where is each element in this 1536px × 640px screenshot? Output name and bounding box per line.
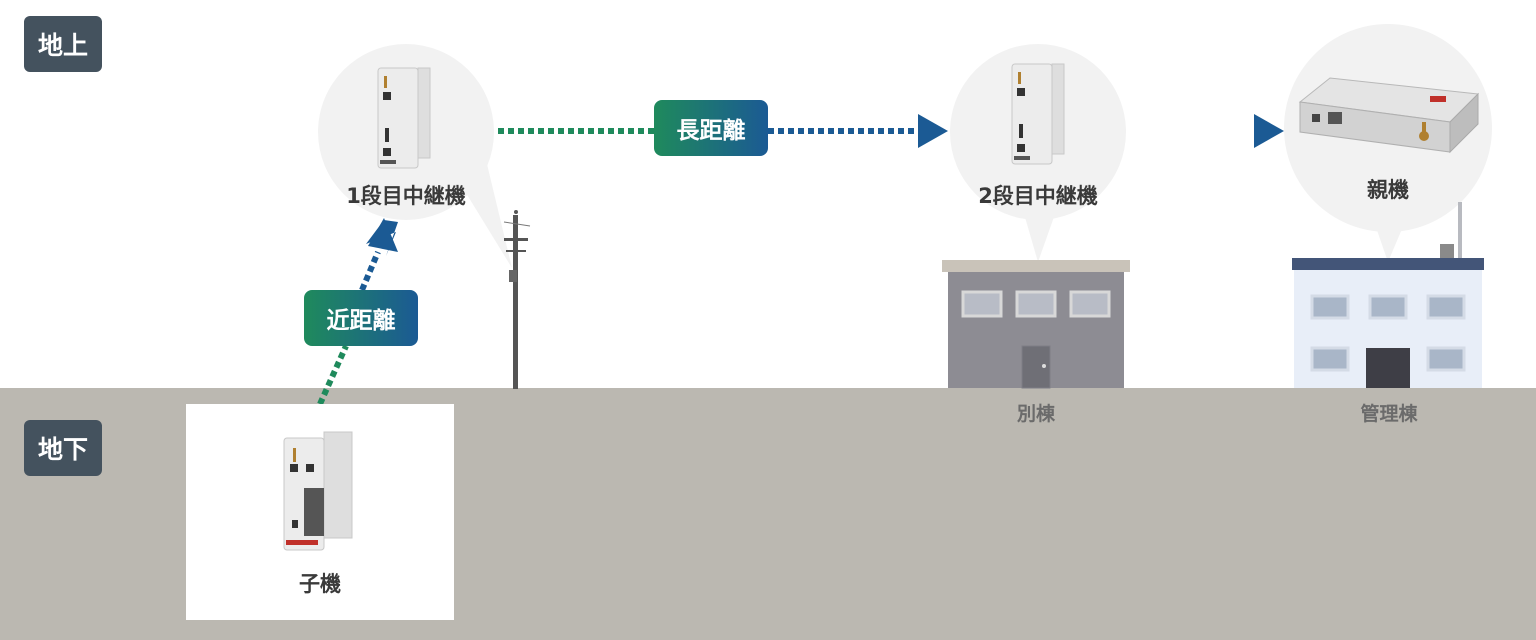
relay2-device — [1011, 63, 1065, 165]
parent-label: 親機 — [1367, 178, 1409, 202]
annex-building-label: 別棟 — [1016, 403, 1055, 425]
long-range-badge: 長距離 — [654, 100, 768, 156]
admin-building-label: 管理棟 — [1360, 403, 1418, 425]
relay2-label: 2段目中継機 — [978, 184, 1098, 208]
long-link-arrowhead — [918, 114, 948, 148]
parent-link-arrowhead — [1254, 114, 1284, 148]
short-link-upper — [359, 250, 381, 292]
admin-building — [1292, 202, 1484, 388]
utility-pole — [503, 210, 531, 389]
parent-device — [1298, 77, 1480, 154]
child-label: 子機 — [299, 572, 341, 596]
short-range-badge: 近距離 — [304, 290, 418, 346]
annex-building — [942, 260, 1130, 389]
below-ground-tag: 地下 — [24, 420, 102, 476]
relay1-device — [377, 67, 431, 169]
short-link-arrowhead-main — [368, 218, 398, 252]
above-ground-tag: 地上 — [24, 16, 102, 72]
relay1-label: 1段目中継機 — [346, 184, 466, 208]
short-link-arrowhead — [366, 220, 398, 256]
child-device-front — [283, 431, 353, 551]
short-link-lower — [317, 344, 349, 406]
